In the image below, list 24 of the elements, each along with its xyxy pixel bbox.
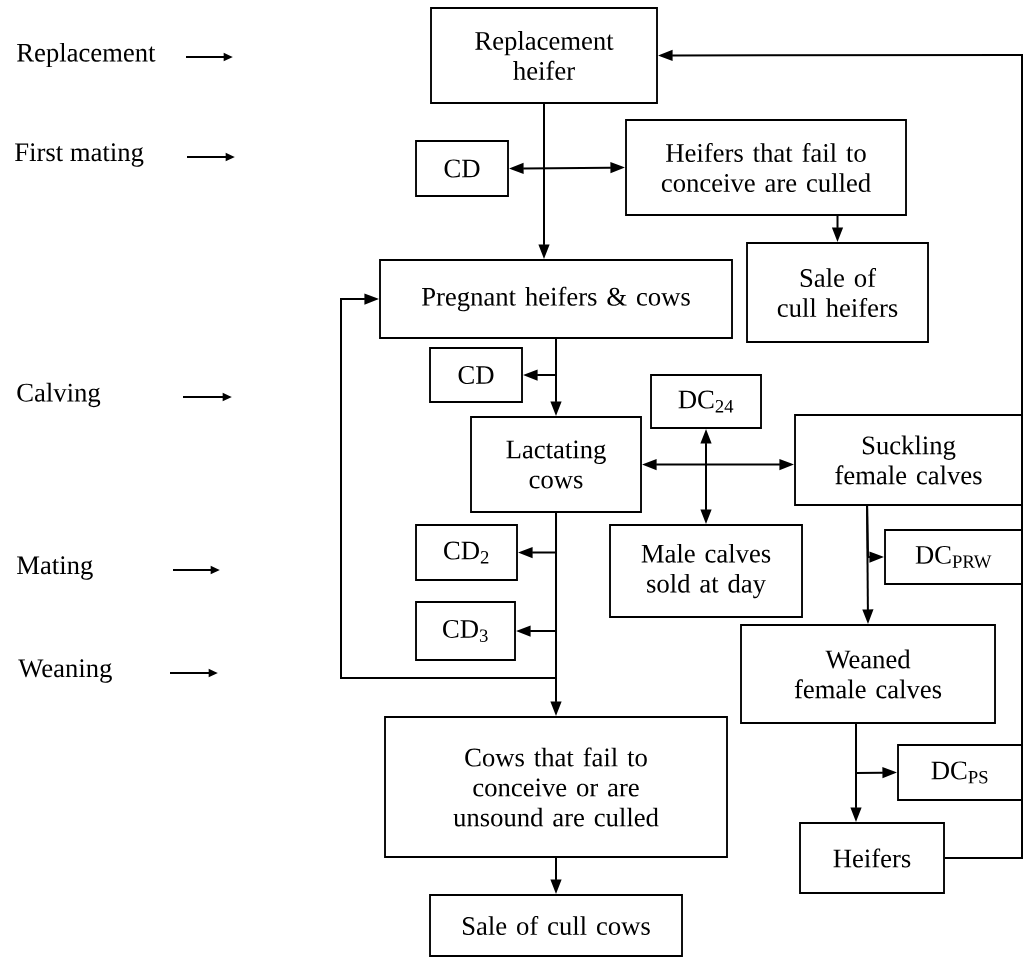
process-box: Cows that fail to conceive or are unsound are culled — [384, 716, 728, 858]
process-box: Heifers — [799, 822, 945, 894]
process-box: Heifers that fail to conceive are culled — [625, 119, 907, 216]
process-box: CD$_{3}$ — [415, 601, 516, 661]
process-box: DC$_{PRW}$ — [884, 529, 1023, 585]
process-box: CD — [429, 347, 523, 403]
stage-label: Weaning — [18, 659, 112, 683]
process-box: Sale of cull cows — [429, 894, 683, 957]
arrow — [340, 293, 557, 679]
process-box: Weaned female calves — [740, 624, 996, 724]
process-box: Pregnant heifers & cows — [379, 259, 733, 339]
process-box: CD — [415, 140, 509, 197]
stage-label: First mating — [15, 143, 144, 167]
stage-label: Replacement — [17, 42, 156, 68]
stage-label: Mating — [17, 556, 93, 580]
stage-label: Calving — [17, 382, 101, 408]
process-box: Lactating cows — [470, 416, 642, 513]
process-box: CD$_{2}$ — [415, 524, 518, 581]
process-box: DC$_{24}$ — [650, 374, 762, 429]
process-box: DC$_{PS}$ — [897, 744, 1023, 801]
process-box: Male calves sold at day — [609, 524, 803, 618]
process-box: Sale of cull heifers — [746, 242, 929, 343]
process-box: Replacement heifer — [430, 7, 658, 104]
process-box: Suckling female calves — [794, 414, 1023, 506]
